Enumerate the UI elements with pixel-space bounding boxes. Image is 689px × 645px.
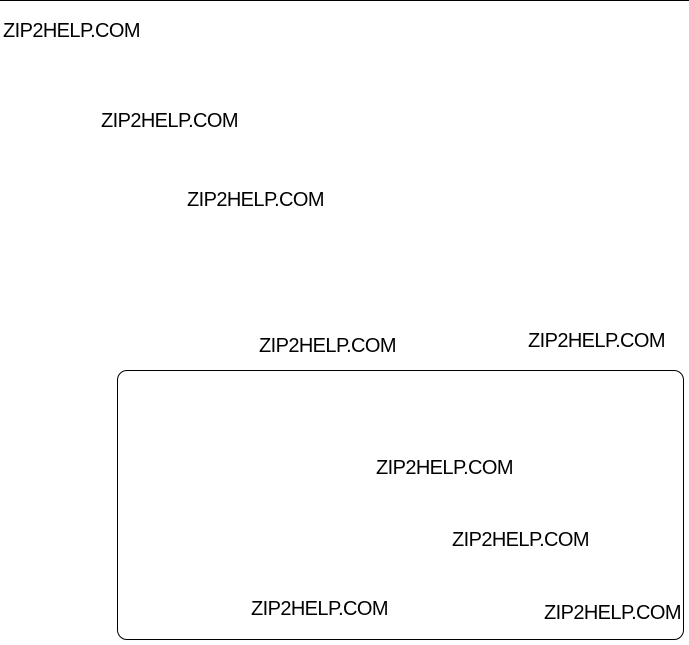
watermark-text: ZIP2HELP.COM (528, 330, 666, 352)
watermark-text: ZIP2HELP.COM (544, 602, 682, 624)
top-rule (0, 0, 689, 1)
watermark-text: ZIP2HELP.COM (251, 598, 389, 620)
watermark-text: ZIP2HELP.COM (187, 189, 325, 211)
rounded-frame (117, 370, 684, 640)
watermark-text: ZIP2HELP.COM (101, 110, 239, 132)
watermark-text: ZIP2HELP.COM (259, 335, 397, 357)
watermark-text: ZIP2HELP.COM (376, 457, 514, 479)
watermark-text: ZIP2HELP.COM (452, 529, 590, 551)
watermark-text: ZIP2HELP.COM (3, 20, 141, 42)
